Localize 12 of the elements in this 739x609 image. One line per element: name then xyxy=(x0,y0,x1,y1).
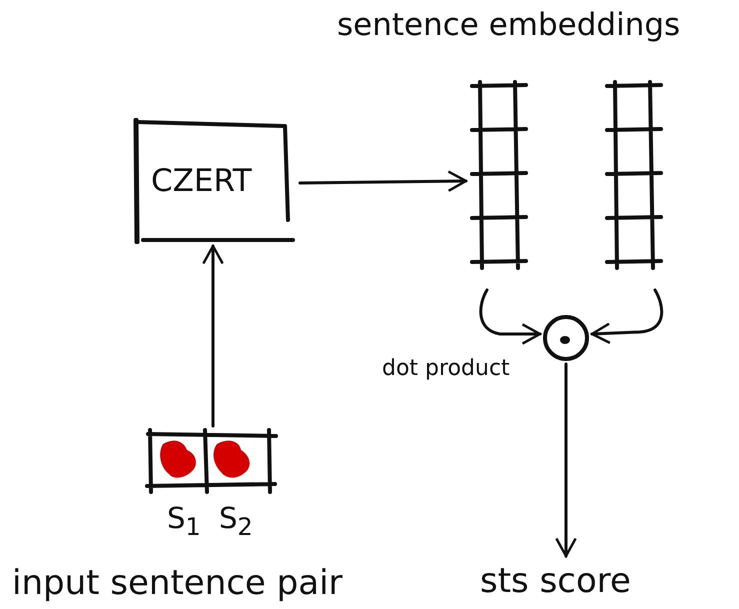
sentence-label: S$_{1}$ xyxy=(167,504,201,539)
output-label: sts score xyxy=(480,564,631,598)
arrow xyxy=(202,244,224,428)
caption-label: input sentence pair xyxy=(12,566,343,600)
arrow xyxy=(590,288,664,344)
sentence-label: S$_{2}$ xyxy=(219,504,253,539)
caption-label: dot product xyxy=(382,358,510,380)
node-label: CZERT xyxy=(151,166,252,197)
arrow xyxy=(298,170,468,192)
group-title: sentence embeddings xyxy=(337,10,680,41)
arrow xyxy=(555,362,577,558)
arrow xyxy=(479,288,542,345)
